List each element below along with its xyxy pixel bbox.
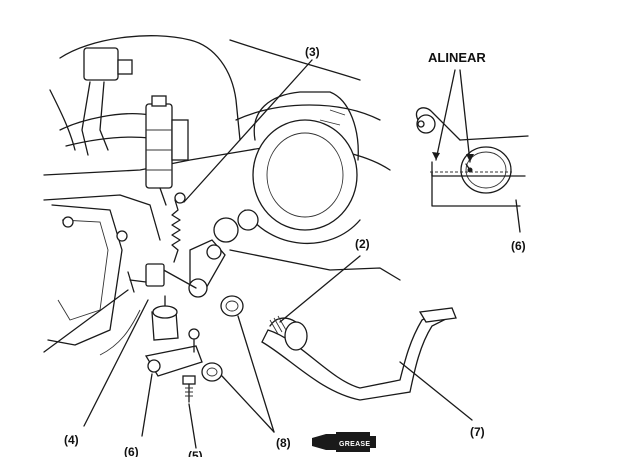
engine-cover [213,91,401,281]
callout-4: (4) [64,433,79,447]
brake-switch [144,295,203,377]
frame-outline [43,35,391,346]
cotter-pin [43,271,141,356]
grease-label: GREASE [339,441,370,448]
callout-5: (5) [188,449,203,457]
callout-6-main: (6) [124,445,139,457]
callout-2: (2) [355,237,370,251]
callout-6-inset: (6) [511,239,526,253]
callout-3: (3) [305,45,320,59]
alinear-label: ALINEAR [428,50,486,65]
bolt [182,375,196,403]
brake-pedal [261,307,457,401]
alignment-inset [415,69,529,233]
grease-symbol: GREASE [312,432,376,452]
master-cylinder [59,47,189,206]
callout-7: (7) [470,425,485,439]
seals [201,295,244,382]
callout-8: (8) [276,436,291,450]
return-spring [171,192,186,263]
leader-lines [83,59,473,449]
pivot-linkage [129,239,226,298]
